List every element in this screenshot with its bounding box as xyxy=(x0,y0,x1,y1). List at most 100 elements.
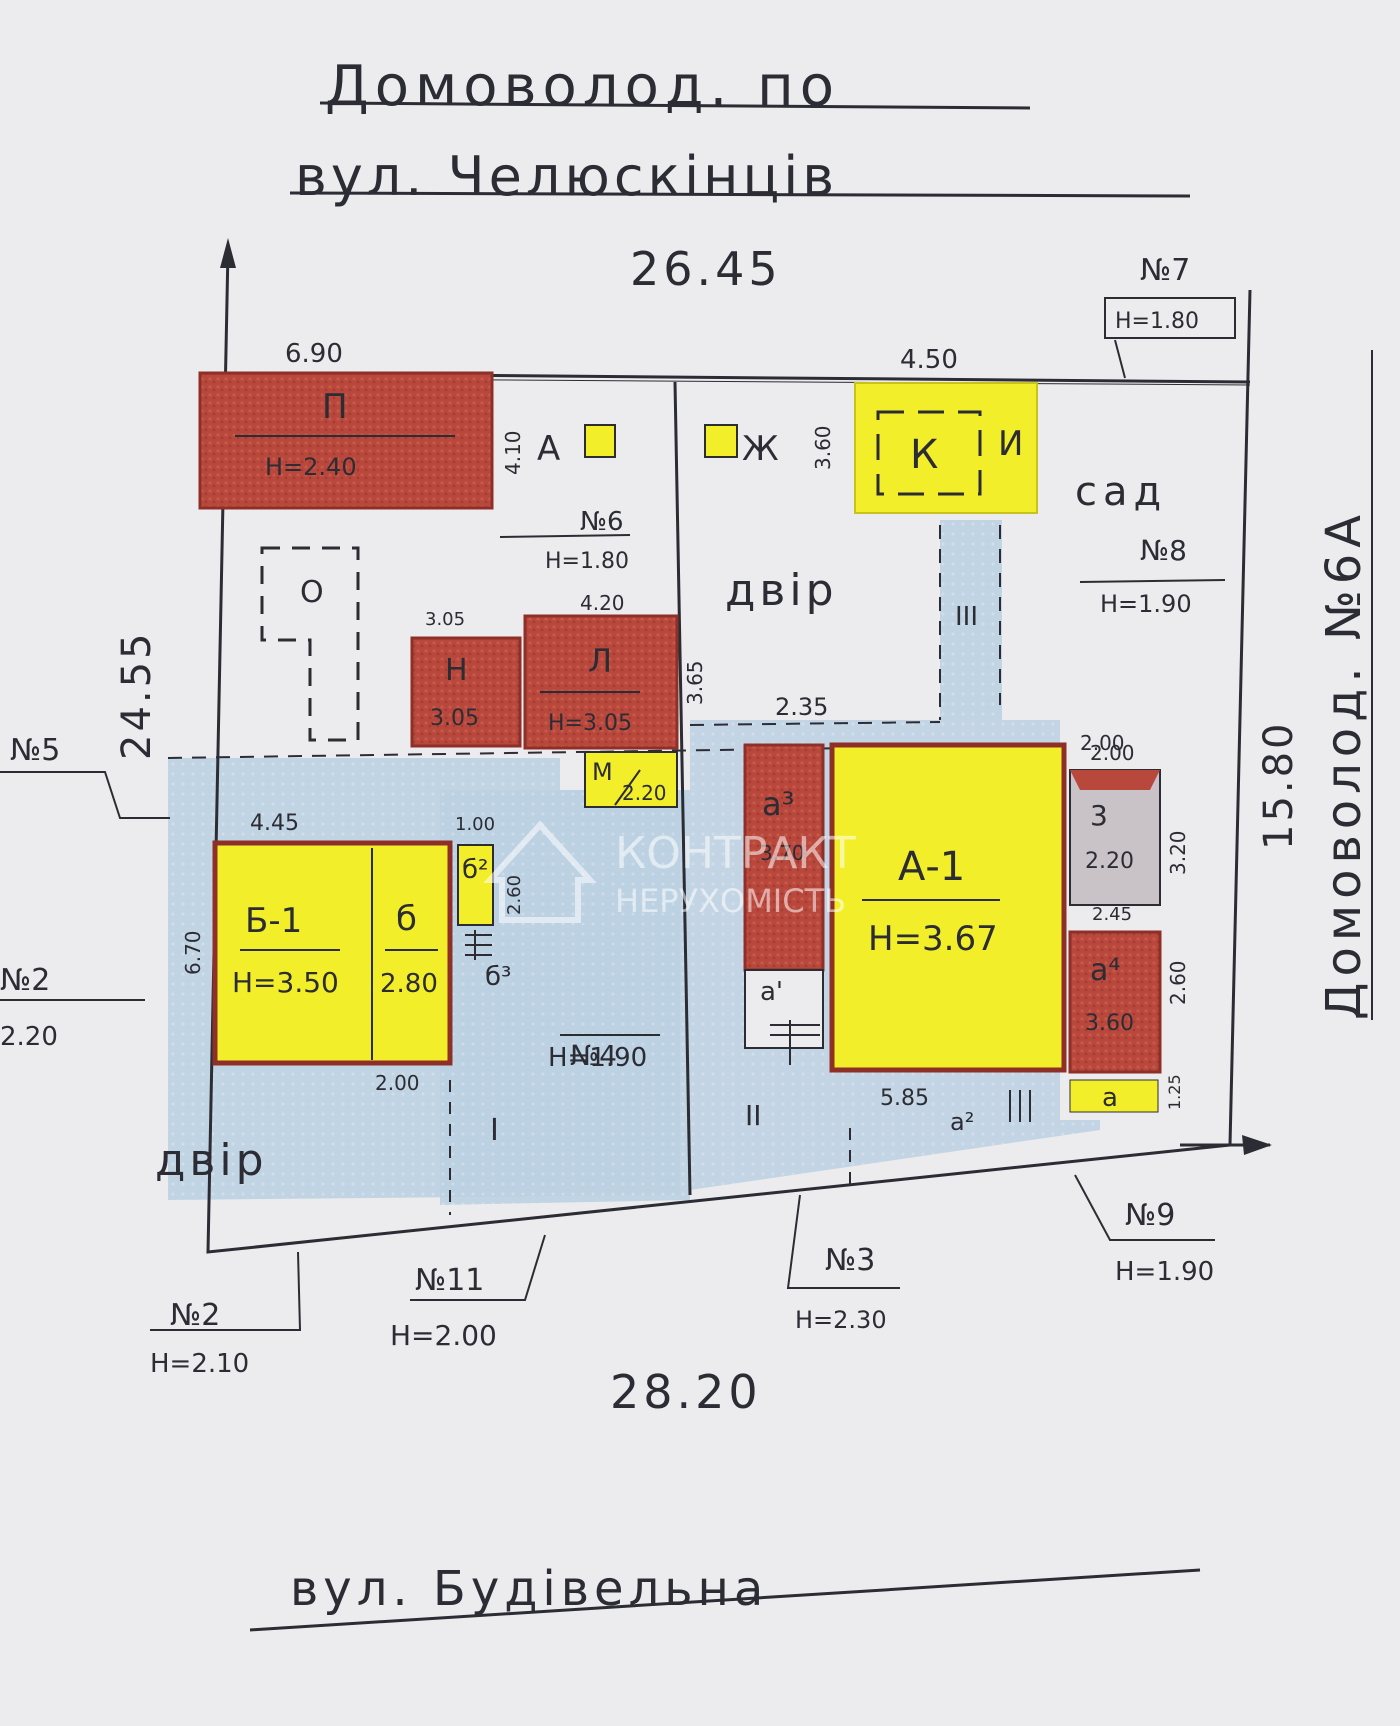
building-k-outline xyxy=(876,410,982,496)
stairs-a2-icon xyxy=(1009,1090,1031,1122)
fence-n4-height: Н=1.90 xyxy=(548,1043,647,1073)
building-p-height: Н=2.40 xyxy=(265,453,357,481)
building-b1-height: Н=3.50 xyxy=(232,966,339,999)
building-top-right-bottom: 2.45 xyxy=(1092,904,1132,925)
stairs-b3-icon xyxy=(465,930,492,960)
fence-n2b-height: Н=2.10 xyxy=(150,1349,249,1379)
building-n-top: 3.05 xyxy=(425,609,465,630)
fence-n4-line xyxy=(673,381,692,1196)
garden-label: сад xyxy=(1075,469,1167,515)
fence-n7-label: №7 xyxy=(1140,253,1190,288)
building-b1-side: 6.70 xyxy=(181,930,205,975)
building-n-label: Н xyxy=(445,653,468,688)
building-b2-side: 2.60 xyxy=(504,875,525,915)
stairs-a-icon xyxy=(770,1020,820,1065)
building-a-small xyxy=(1069,1079,1159,1113)
building-m-label: М xyxy=(592,758,613,786)
fence-n5-label: №5 xyxy=(10,733,60,768)
building-top-right xyxy=(1069,769,1161,906)
building-a4-label: а⁴ xyxy=(1090,953,1120,988)
building-l-height: Н=3.05 xyxy=(548,711,632,736)
building-b-small-label: б xyxy=(396,899,417,939)
building-a1 xyxy=(829,742,1067,1073)
building-n-height: 3.05 xyxy=(430,706,479,731)
building-a4-height: 3.60 xyxy=(1085,1011,1134,1036)
yard-label-2: двір xyxy=(155,1135,268,1186)
house-logo-icon xyxy=(483,820,597,923)
building-p-side: 4.10 xyxy=(501,430,525,475)
building-b3-label: б³ xyxy=(485,962,511,992)
fence-n4-label: №4 xyxy=(570,1039,617,1072)
title-line-1: Домоволод. по xyxy=(325,54,840,119)
building-a1-label: А-1 xyxy=(898,844,965,890)
marker-zh-label: Ж xyxy=(742,429,779,469)
building-o-label: О xyxy=(300,575,324,610)
building-l-side: 3.65 xyxy=(683,660,707,705)
fence-n6-label: №6 xyxy=(580,507,624,537)
building-m xyxy=(584,751,678,808)
dim-235: 2.35 xyxy=(775,693,828,721)
lot-boundary xyxy=(206,249,1252,1254)
fence-n3-label: №3 xyxy=(825,1243,875,1278)
building-o-outline xyxy=(260,546,360,742)
building-b1 xyxy=(212,840,453,1066)
dim-top: 26.45 xyxy=(630,242,782,296)
title-underline-2 xyxy=(289,191,1191,198)
fence-n5-leader xyxy=(0,771,170,819)
neighbor-label: Домоволод. №6А xyxy=(1316,509,1372,1020)
fence-235-line xyxy=(689,721,941,726)
yard-label-1: двір xyxy=(725,565,838,616)
building-k-label: К xyxy=(910,432,938,478)
dim-200-right: 2.00 xyxy=(1080,731,1125,755)
arrow-up-icon xyxy=(220,238,236,268)
marker-a-label: А xyxy=(537,429,560,469)
path-ii-label: II xyxy=(745,1099,762,1132)
building-a4 xyxy=(1068,930,1162,1074)
building-top-right-label: 3 xyxy=(1090,799,1108,832)
fence-n8-label: №8 xyxy=(1140,534,1187,567)
watermark: КОНТРАКТ НЕРУХОМІСТЬ xyxy=(483,820,856,923)
fence-n2b-label: №2 xyxy=(170,1298,220,1333)
building-b2-top: 1.00 xyxy=(455,814,495,835)
building-l-top: 4.20 xyxy=(580,591,625,615)
building-a1-bottom: 5.85 xyxy=(880,1086,929,1111)
building-a-prime-label: а' xyxy=(760,977,783,1007)
fence-n3-height: Н=2.30 xyxy=(795,1306,887,1334)
building-k-i xyxy=(854,382,1038,514)
building-p xyxy=(198,371,494,510)
building-a3-height: 3.70 xyxy=(760,841,805,865)
watermark-line-2: НЕРУХОМІСТЬ xyxy=(615,882,846,920)
fence-n2b-leader xyxy=(150,1251,302,1331)
building-a1-height: Н=3.67 xyxy=(868,919,998,959)
fence-n2a-label: №2 xyxy=(0,963,50,998)
fence-n3-leader xyxy=(786,1194,900,1289)
building-b2 xyxy=(457,844,494,926)
marker-zh-box xyxy=(704,424,738,458)
fence-n2a-height: 2.20 xyxy=(0,1022,58,1052)
building-b2-label: б² xyxy=(462,855,488,885)
building-b1-label: Б-1 xyxy=(245,901,302,941)
fence-n7-leader xyxy=(1114,339,1126,379)
fence-n5-line xyxy=(167,744,1061,759)
building-l xyxy=(523,614,679,750)
building-top-right-side: 3.20 xyxy=(1166,830,1190,875)
building-a-small-label: а xyxy=(1102,1083,1118,1113)
building-a2-label: а² xyxy=(950,1108,974,1136)
title-underline-1 xyxy=(319,101,1031,110)
dim-200-left: 2.00 xyxy=(375,1071,420,1095)
building-n xyxy=(410,636,522,748)
fence-n11-height: Н=2.00 xyxy=(390,1319,497,1352)
bottom-street-underline xyxy=(249,1568,1201,1632)
building-a3-label: а³ xyxy=(762,785,794,823)
fence-n6-height: Н=1.80 xyxy=(545,549,629,574)
fence-n11-leader xyxy=(410,1234,546,1301)
dim-bottom: 28.20 xyxy=(610,1365,762,1419)
fence-n11-label: №11 xyxy=(415,1263,484,1298)
fence-n8-line xyxy=(1079,579,1226,583)
fence-n7-box xyxy=(1104,297,1236,339)
dim-left: 24.55 xyxy=(114,630,160,760)
building-top-right-roof xyxy=(1070,770,1160,790)
fence-n9-height: Н=1.90 xyxy=(1115,1257,1214,1287)
marker-a-box xyxy=(584,424,616,458)
